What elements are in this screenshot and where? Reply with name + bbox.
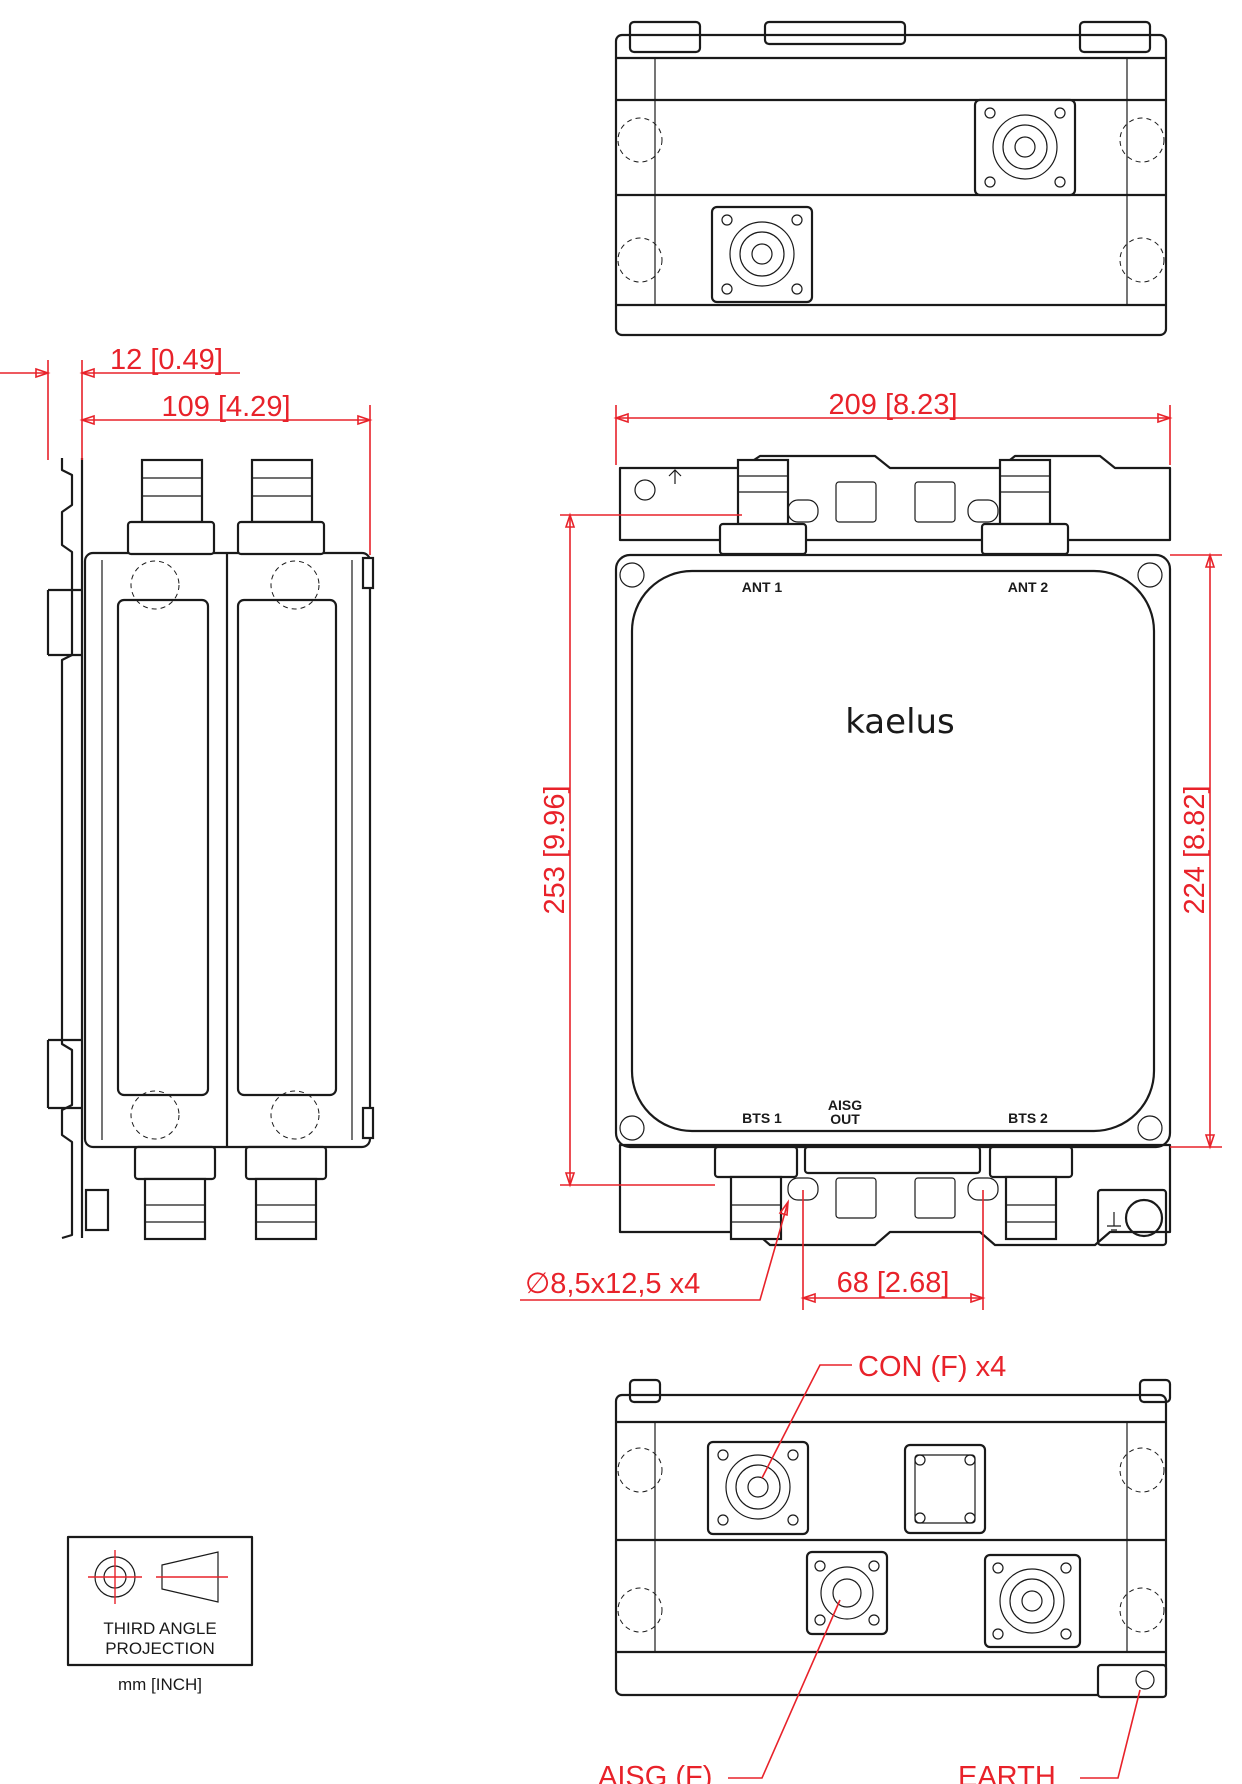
aisg-label-line1: AISG [828, 1097, 862, 1113]
dim-mounting-holes: ∅8,5x12,5 x4 [525, 1268, 700, 1300]
side-view [46, 458, 375, 1241]
ant2-label: ANT 2 [1008, 579, 1049, 595]
projection-symbol-box: THIRD ANGLE PROJECTION mm [INCH] [66, 1535, 254, 1694]
earth-terminal-icon [1135, 1670, 1155, 1690]
earth-stud-icon [1124, 1198, 1164, 1238]
bts2-label: BTS 2 [1008, 1110, 1048, 1126]
corner-screw-icon [619, 562, 645, 588]
dim-height-body: 224 [8.82] [1179, 786, 1211, 915]
brand-logo: kaelus [845, 702, 955, 742]
ant2-connector-icon [980, 458, 1070, 556]
callout-aisg: AISG (F) [598, 1761, 712, 1784]
front-view: ANT 1 ANT 2 BTS 1 BTS 2 AISG OUT kaelus [614, 454, 1172, 1247]
bts1-connector-icon [713, 1145, 799, 1241]
dim-height-overall: 253 [9.96] [539, 786, 571, 915]
ant1-connector-icon [718, 458, 808, 556]
bts1-label: BTS 1 [742, 1110, 782, 1126]
ant1-label: ANT 1 [742, 579, 783, 595]
callout-connector: CON (F) x4 [858, 1351, 1006, 1383]
callout-earth: EARTH [958, 1761, 1056, 1784]
projection-line2: PROJECTION [105, 1639, 215, 1658]
aisg-port-icon [820, 1566, 874, 1620]
bottom-view [614, 1378, 1172, 1699]
dim-width: 209 [8.23] [829, 389, 958, 421]
dim-depth: 109 [4.29] [162, 391, 291, 423]
top-view [614, 20, 1168, 337]
units-note: mm [INCH] [118, 1675, 202, 1694]
dimension-lines [0, 360, 1222, 1779]
top-bracket-hole-icon [634, 479, 656, 501]
aisg-label-line2: OUT [830, 1111, 860, 1127]
dim-hole-spacing: 68 [2.68] [837, 1267, 950, 1299]
projection-line1: THIRD ANGLE [103, 1619, 216, 1638]
dimension-text: 12 [0.49] 109 [4.29] 209 [8.23] 253 [9.9… [110, 344, 1211, 1784]
aisg-connector-icon [803, 1145, 982, 1175]
bts2-connector-icon [988, 1145, 1074, 1241]
dim-offset: 12 [0.49] [110, 344, 223, 376]
